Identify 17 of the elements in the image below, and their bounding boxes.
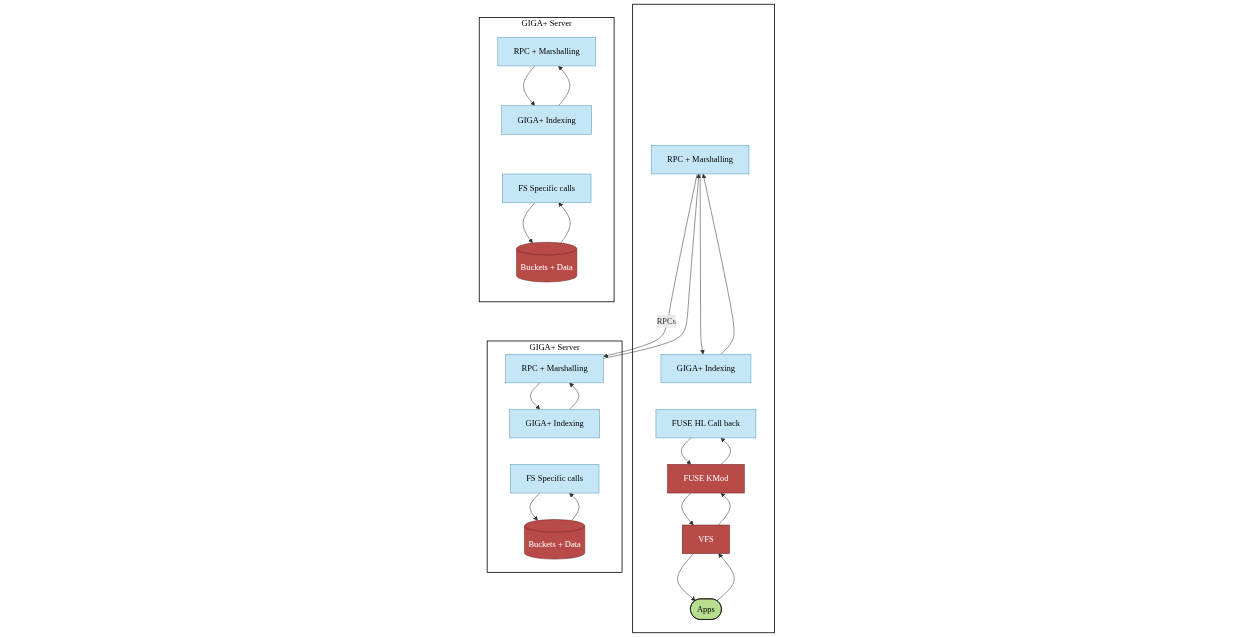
node-box: RPC + Marshalling [651,145,750,175]
node-box: FUSE HL Call back [655,409,757,439]
cluster [479,17,615,303]
node-box: GIGA+ Indexing [509,409,601,439]
node-box: GIGA+ Indexing [660,354,752,384]
node-box: FS Specific calls [502,173,592,203]
cluster [486,340,623,573]
cluster [632,3,775,634]
node-box: VFS [682,524,730,554]
node-box: RPC + Marshalling [505,354,604,384]
node-box: RPC + Marshalling [497,37,596,67]
node-box: FS Specific calls [510,464,600,494]
node-label: GIGA+ Server [529,342,580,352]
node-box: GIGA+ Indexing [501,105,593,135]
node-label: GIGA+ Server [521,19,572,29]
edge-label: RPCs [656,316,677,326]
node-box: FUSE KMod [667,464,745,494]
